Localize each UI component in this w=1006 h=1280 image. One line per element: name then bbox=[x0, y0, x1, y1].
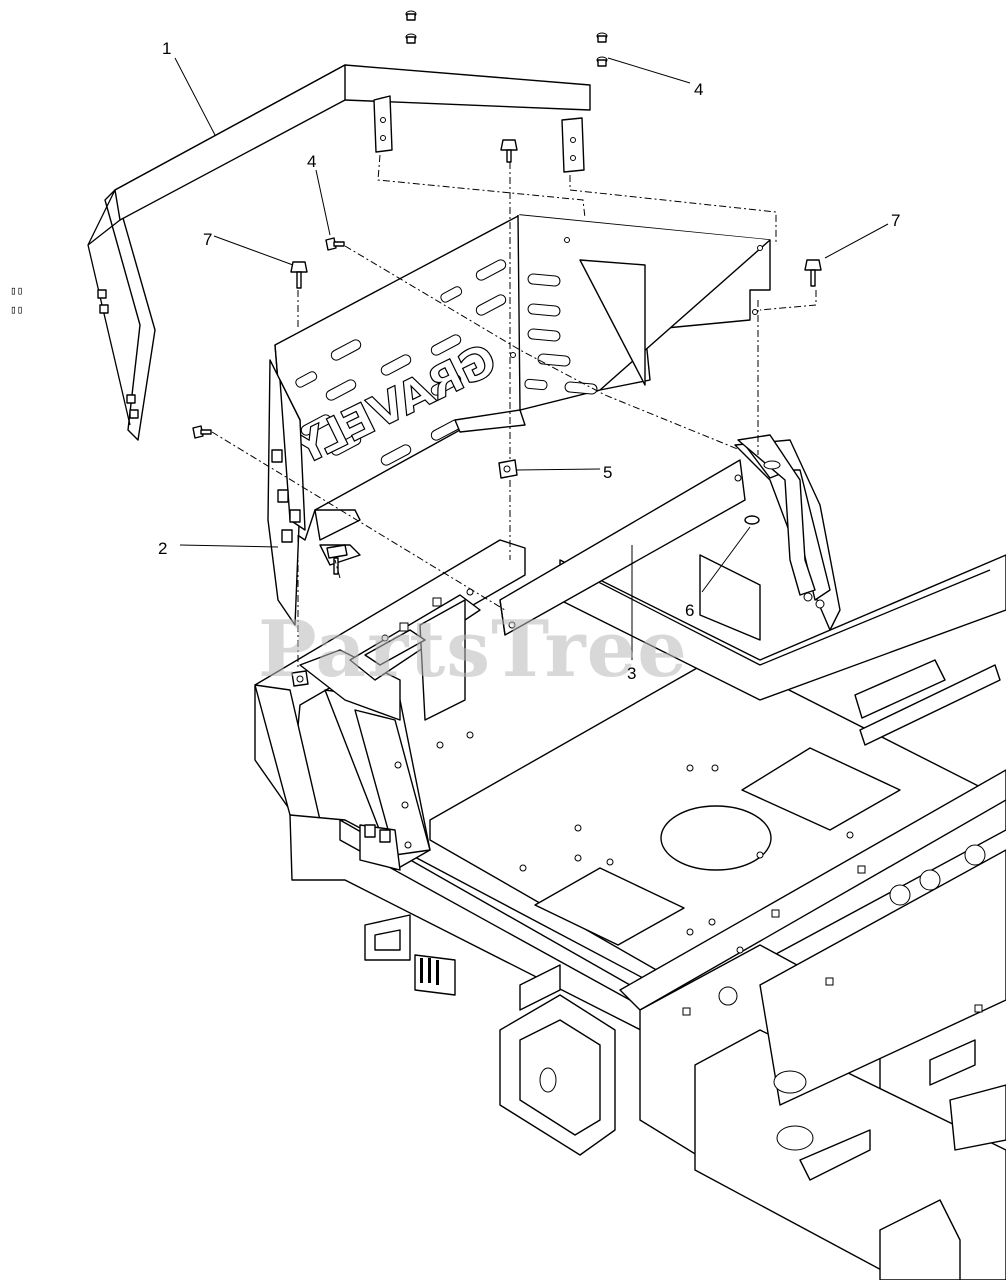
side-fastener-icon-2: ▯▯ bbox=[10, 303, 23, 316]
callout-labels: 1 2 3 4 4 5 6 7 7 bbox=[158, 39, 900, 683]
callout-2: 2 bbox=[158, 539, 167, 558]
rear-bracket bbox=[737, 434, 816, 596]
seat-pan bbox=[87, 64, 591, 441]
back-panel: GRAVELY bbox=[267, 214, 771, 626]
callout-4-left: 4 bbox=[307, 152, 316, 171]
side-fastener-icon: ▯▯ bbox=[10, 284, 23, 297]
cross-bar bbox=[499, 459, 746, 636]
callout-7-left: 7 bbox=[203, 230, 212, 249]
callout-5: 5 bbox=[603, 463, 612, 482]
hardware: ▯▯ ▯▯ bbox=[10, 10, 822, 687]
chassis-frame bbox=[254, 439, 1006, 1280]
callout-3: 3 bbox=[627, 664, 636, 683]
nut-top-left bbox=[405, 10, 417, 44]
assembly-lines bbox=[211, 154, 817, 670]
nut-top-right bbox=[596, 32, 608, 67]
leaders bbox=[174, 57, 889, 660]
callout-7-right: 7 bbox=[891, 211, 900, 230]
watermark: PartsTree bbox=[258, 604, 688, 695]
callout-4-right: 4 bbox=[694, 80, 703, 99]
callout-1: 1 bbox=[162, 39, 171, 58]
callout-6: 6 bbox=[685, 601, 694, 620]
